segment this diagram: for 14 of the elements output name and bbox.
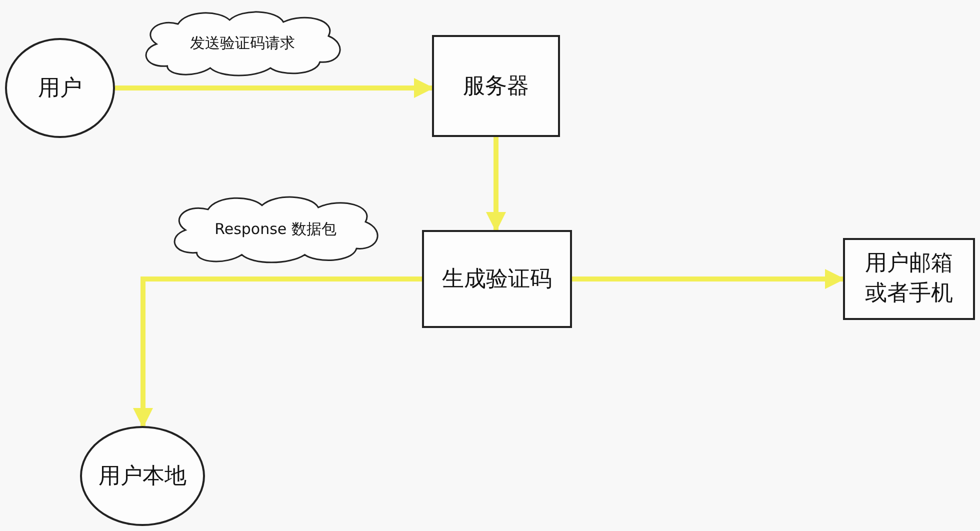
process-box (422, 230, 572, 328)
arrow (115, 78, 434, 98)
node-label: 用户邮箱或者手机 (864, 250, 954, 308)
node-label: 用户 (38, 75, 82, 103)
process-box (432, 35, 560, 137)
node-label: 生成验证码 (442, 266, 552, 294)
arrow (486, 137, 506, 232)
node-label: 服务器 (463, 73, 529, 101)
arrow (133, 276, 422, 428)
node-label: 用户本地 (98, 463, 186, 491)
node-label: 发送验证码请求 (190, 34, 295, 52)
arrow (572, 269, 845, 289)
process-box (843, 238, 975, 320)
node-label: Response 数据包 (214, 220, 336, 238)
